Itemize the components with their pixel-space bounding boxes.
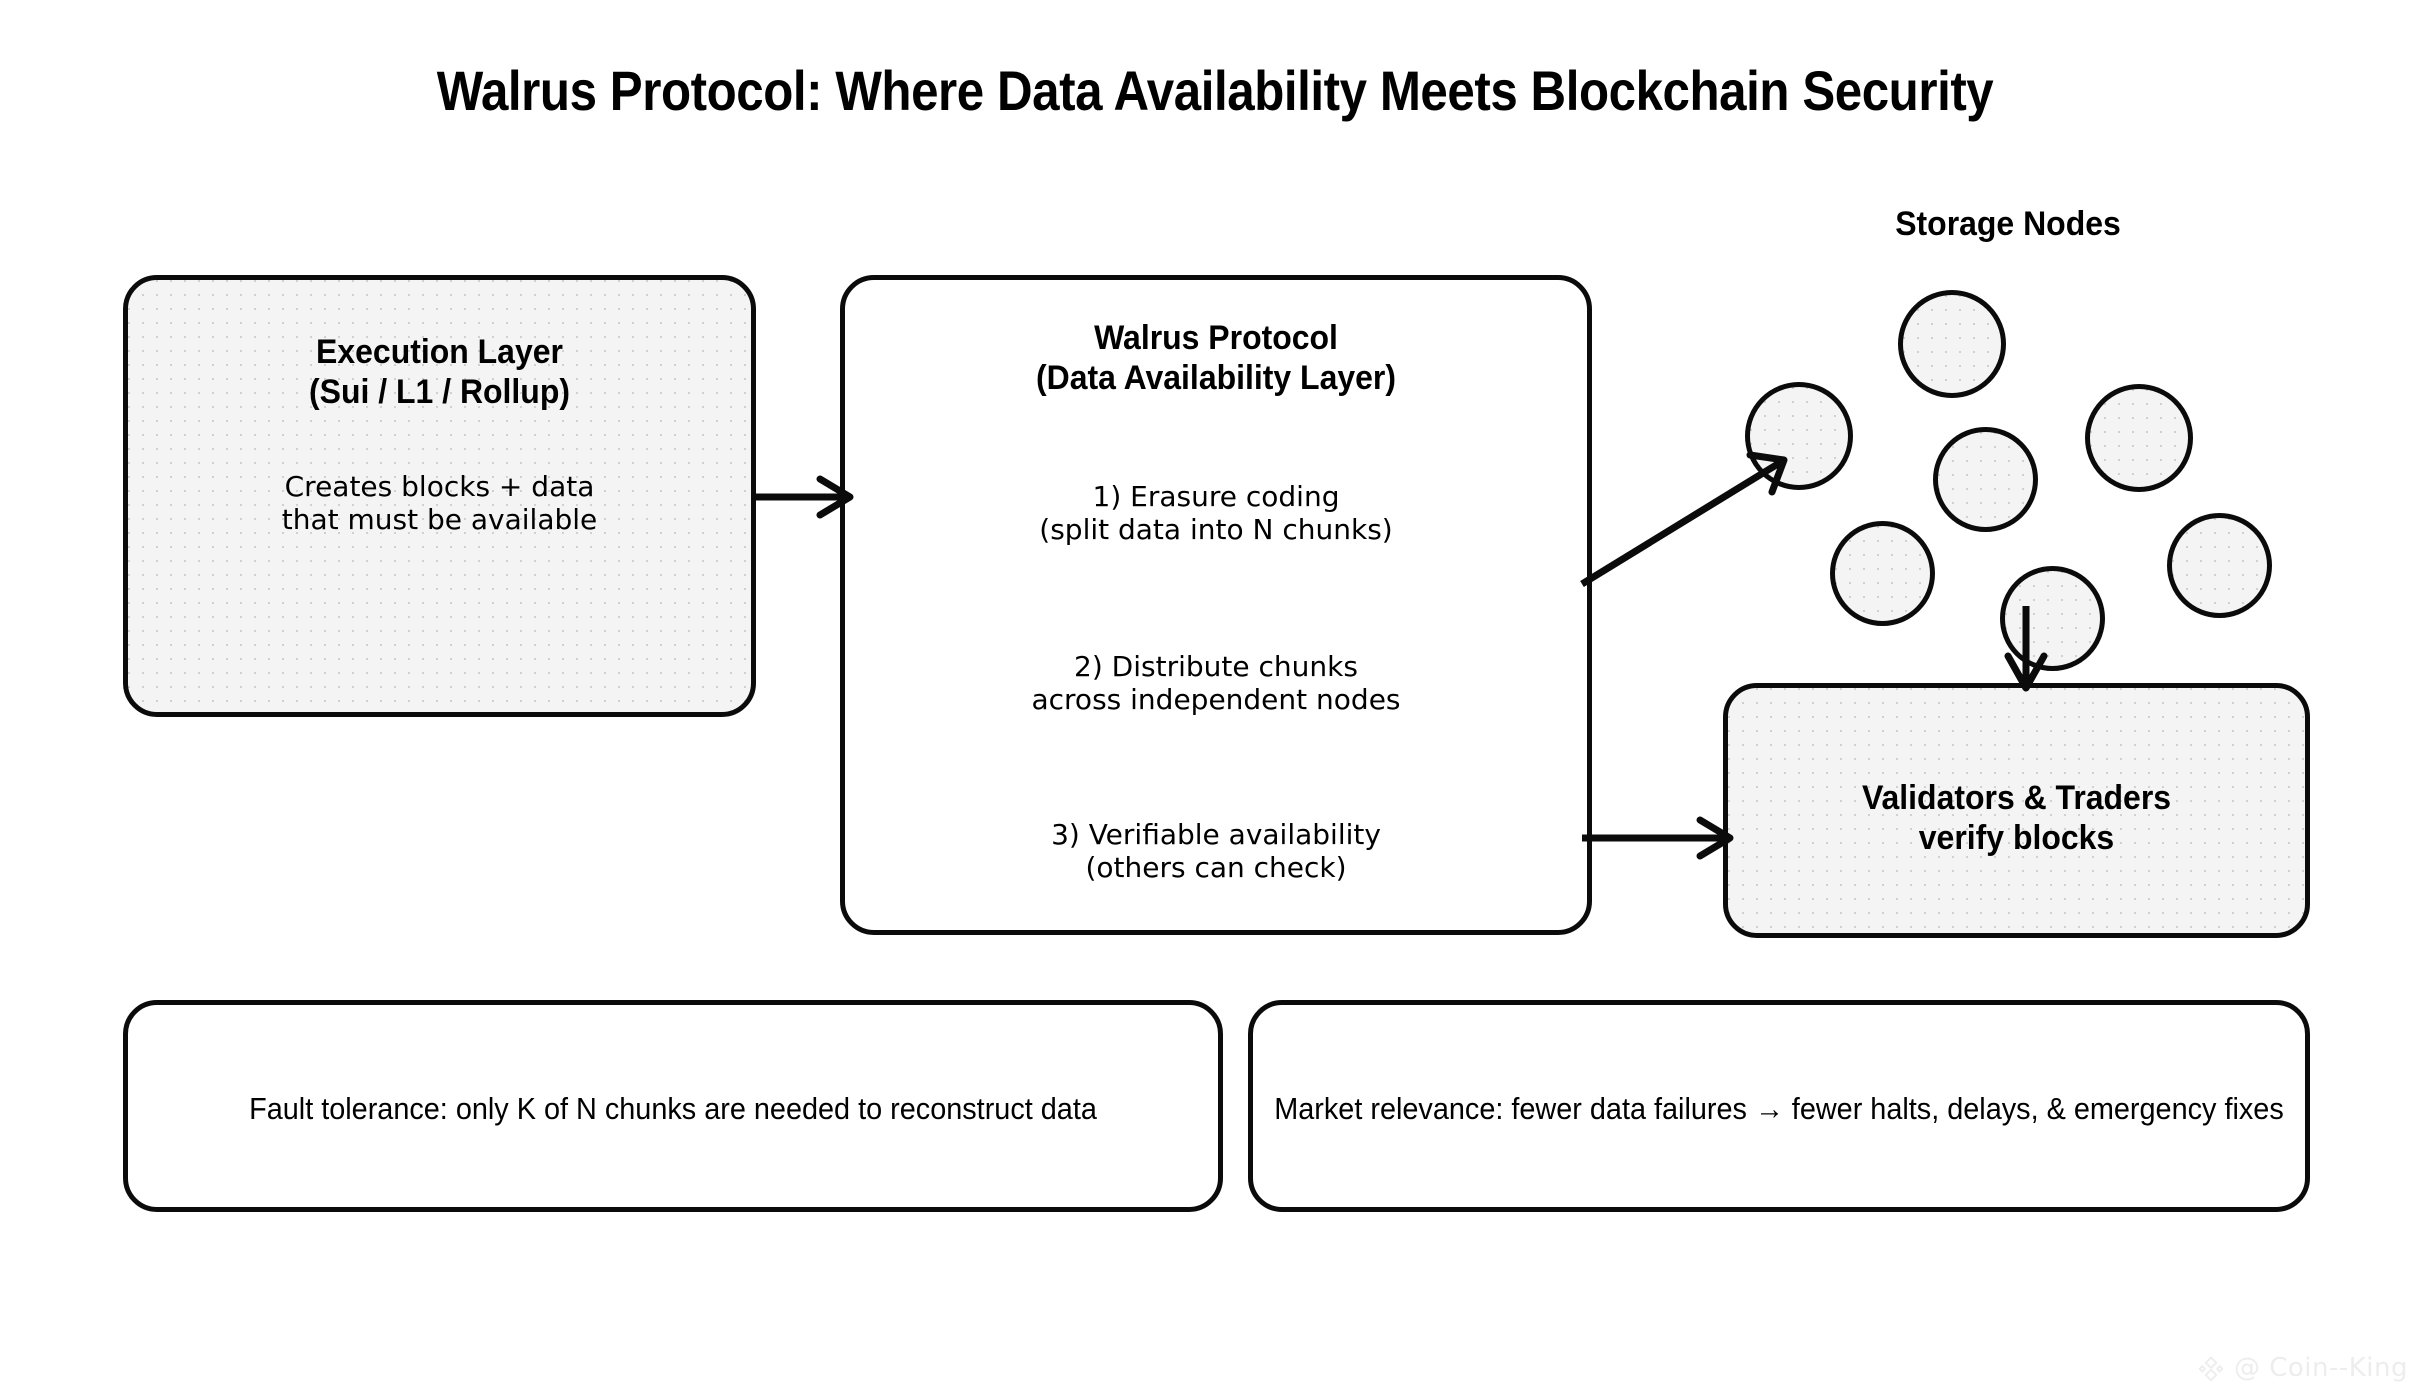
walrus-step-3: 3) Verifiable availability (others can c… — [1051, 818, 1381, 884]
walrus-protocol-title: Walrus Protocol (Data Availability Layer… — [1036, 319, 1396, 397]
walrus-protocol-box: Walrus Protocol (Data Availability Layer… — [840, 275, 1592, 935]
fault-tolerance-note-text: Fault tolerance: only K of N chunks are … — [249, 1091, 1097, 1126]
storage-node-1 — [1898, 290, 2006, 398]
execution-layer-title: Execution Layer (Sui / L1 / Rollup) — [309, 333, 570, 411]
storage-node-5 — [1830, 521, 1935, 626]
arrow-exec-to-walrus — [754, 475, 854, 519]
page-title: Walrus Protocol: Where Data Availability… — [436, 59, 1994, 122]
execution-layer-box: Execution Layer (Sui / L1 / Rollup) Crea… — [123, 275, 756, 717]
walrus-step-1: 1) Erasure coding (split data into N chu… — [1039, 480, 1393, 546]
execution-layer-description: Creates blocks + data that must be avail… — [281, 470, 598, 536]
storage-node-4 — [2085, 384, 2193, 492]
storage-node-3 — [1933, 427, 2038, 532]
validators-title: Validators & Traders verify blocks — [1861, 779, 2172, 857]
arrow-walrus-to-storage — [1580, 451, 1788, 587]
market-relevance-note-box: Market relevance: fewer data failures → … — [1248, 1000, 2310, 1212]
fault-tolerance-note-box: Fault tolerance: only K of N chunks are … — [123, 1000, 1223, 1212]
arrow-walrus-to-validators — [1582, 816, 1734, 860]
storage-nodes-label: Storage Nodes — [1895, 205, 2121, 243]
watermark: @ Coin--King — [2197, 1353, 2408, 1383]
storage-node-2 — [1745, 382, 1853, 490]
watermark-text: @ Coin--King — [2233, 1353, 2408, 1383]
storage-node-7 — [2167, 513, 2272, 618]
walrus-step-2: 2) Distribute chunks across independent … — [1031, 650, 1401, 716]
storage-node-6 — [2000, 566, 2105, 671]
validators-box: Validators & Traders verify blocks — [1723, 683, 2310, 938]
market-relevance-note-text: Market relevance: fewer data failures → … — [1274, 1091, 2284, 1126]
binance-diamond-icon — [2197, 1354, 2225, 1382]
